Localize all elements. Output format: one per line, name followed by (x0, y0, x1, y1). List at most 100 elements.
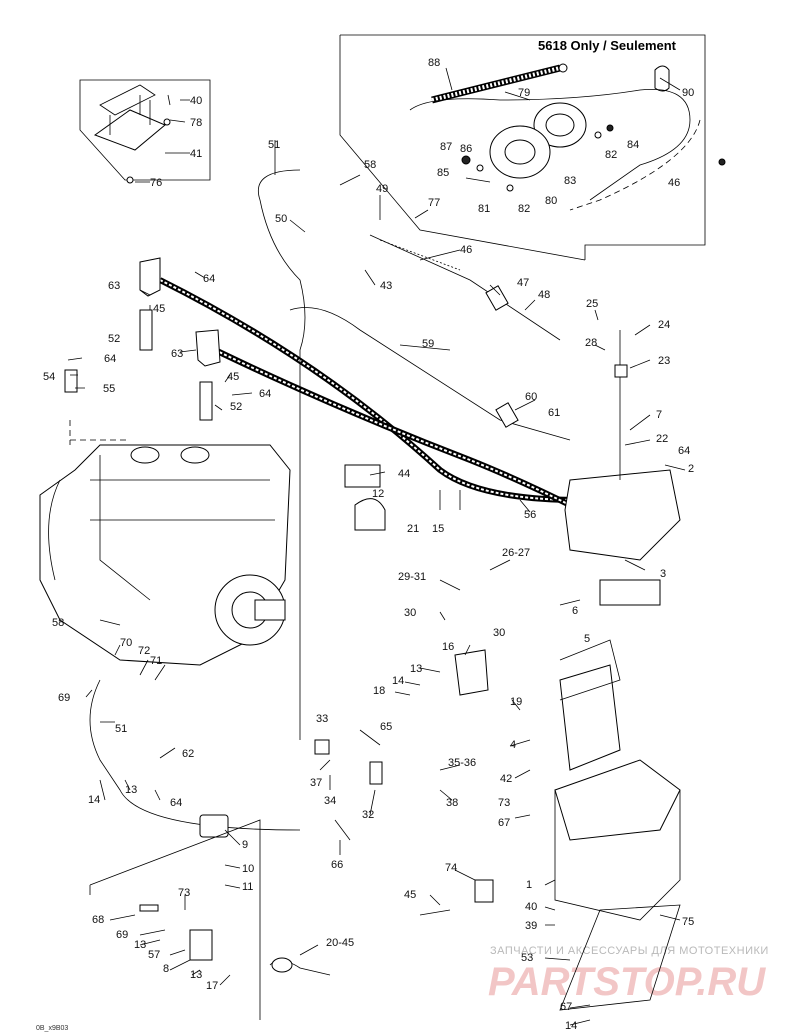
callout-66: 66 (331, 859, 343, 871)
relay-32 (369, 761, 383, 785)
inset-fuse-frame (89, 819, 261, 1020)
cap-90 (654, 65, 670, 92)
callout-18: 18 (373, 685, 385, 697)
callout-88: 88 (428, 57, 440, 69)
inset-frame (339, 34, 706, 261)
hood-outline (409, 88, 691, 201)
tie-20-45 (271, 957, 293, 973)
callout-81: 81 (478, 203, 490, 215)
callout-13a: 13 (410, 663, 422, 675)
spark-plug-cap-63b (195, 329, 221, 367)
callout-1: 1 (526, 879, 532, 891)
callout-24: 24 (658, 319, 670, 331)
callout-30a: 30 (404, 607, 416, 619)
callout-63a: 63 (108, 280, 120, 292)
cable-59 (289, 307, 571, 441)
callout-14b: 14 (88, 794, 100, 806)
callout-34: 34 (324, 795, 336, 807)
bolt-68 (139, 904, 159, 912)
callout-64b: 64 (104, 353, 116, 365)
callout-9: 9 (242, 839, 248, 851)
callout-76: 76 (150, 177, 162, 189)
callout-13d: 13 (190, 969, 202, 981)
callout-69a: 69 (58, 692, 70, 704)
callout-62: 62 (182, 748, 194, 760)
callout-73b: 73 (178, 887, 190, 899)
callout-67a: 67 (498, 817, 510, 829)
engine-assembly (39, 420, 291, 666)
watermark: PARTSTOP.RU ЗАПЧАСТИ И АКСЕССУАРЫ ДЛЯ МО… (488, 945, 768, 1004)
callout-48: 48 (538, 289, 550, 301)
callout-32: 32 (362, 809, 374, 821)
callout-58a: 58 (364, 159, 376, 171)
cover-4 (559, 664, 621, 771)
callout-25: 25 (586, 298, 598, 310)
callout-22: 22 (656, 433, 668, 445)
callout-40b: 40 (525, 901, 537, 913)
callout-85: 85 (437, 167, 449, 179)
callout-14c: 14 (565, 1020, 577, 1032)
callout-33: 33 (316, 713, 328, 725)
callout-2: 2 (688, 463, 694, 475)
callout-52b: 52 (230, 401, 242, 413)
callout-15: 15 (432, 523, 444, 535)
flexible-shaft-88 (431, 63, 568, 104)
adjuster-60 (495, 402, 519, 428)
callout-77: 77 (428, 197, 440, 209)
callout-30b: 30 (493, 627, 505, 639)
callout-16: 16 (442, 641, 454, 653)
callout-3: 3 (660, 568, 666, 580)
clip-74 (474, 879, 494, 903)
callout-59: 59 (422, 338, 434, 350)
callout-58b: 58 (52, 617, 64, 629)
callout-75: 75 (682, 916, 694, 928)
callout-46b: 46 (460, 244, 472, 256)
fastener-group-inset (461, 124, 726, 192)
callout-79: 79 (518, 87, 530, 99)
callout-53: 53 (521, 952, 533, 964)
callout-29-31: 29-31 (398, 571, 426, 583)
callout-57: 57 (148, 949, 160, 961)
callout-90: 90 (682, 87, 694, 99)
callout-12: 12 (372, 488, 384, 500)
callout-71: 71 (150, 655, 162, 667)
figure-code: 0B_x9B03 (36, 1025, 68, 1032)
callout-50: 50 (275, 213, 287, 225)
callout-80: 80 (545, 195, 557, 207)
cable-46-upper (569, 119, 701, 211)
strap-6 (599, 579, 661, 606)
callout-63b: 63 (171, 348, 183, 360)
callout-87: 87 (440, 141, 452, 153)
leaders (67, 67, 686, 1026)
callout-4: 4 (510, 739, 516, 751)
callout-42: 42 (500, 773, 512, 785)
adjuster-47 (485, 285, 509, 311)
watermark-brand: PARTSTOP.RU (488, 960, 766, 1004)
callout-65: 65 (380, 721, 392, 733)
callout-64c: 64 (259, 388, 271, 400)
callout-64a: 64 (203, 273, 215, 285)
callout-21: 21 (407, 523, 419, 535)
base-plate-75 (559, 904, 681, 1011)
callout-84: 84 (627, 139, 639, 151)
callout-82a: 82 (605, 149, 617, 161)
callout-35-36: 35-36 (448, 757, 476, 769)
callout-70: 70 (120, 637, 132, 649)
callout-23: 23 (658, 355, 670, 367)
callout-19: 19 (510, 696, 522, 708)
callout-37: 37 (310, 777, 322, 789)
callout-69b: 69 (116, 929, 128, 941)
callout-54: 54 (43, 371, 55, 383)
callout-51a: 51 (268, 139, 280, 151)
battery-box-1 (554, 759, 681, 841)
small-parts (139, 464, 494, 976)
callout-45c: 45 (404, 889, 416, 901)
callouts: 88 79 90 87 86 84 82 85 83 46 81 82 80 4… (43, 57, 694, 1032)
callout-55: 55 (103, 383, 115, 395)
callout-20-45: 20-45 (326, 937, 354, 949)
solenoid-16 (454, 649, 489, 696)
callout-67b: 67 (560, 1001, 572, 1013)
callout-82b: 82 (518, 203, 530, 215)
callout-17: 17 (206, 980, 218, 992)
callout-5: 5 (584, 633, 590, 645)
